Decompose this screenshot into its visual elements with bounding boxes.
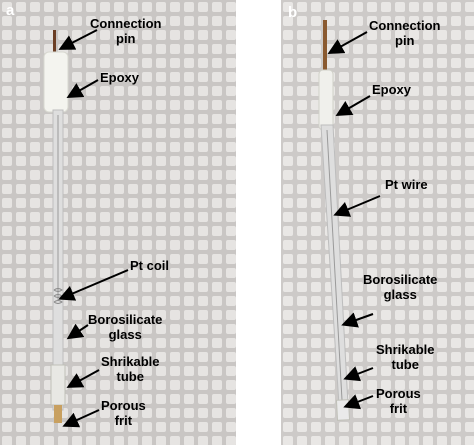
arrow-a-epoxy	[66, 79, 99, 98]
arrow-a-porous-frit	[62, 409, 100, 428]
label-b-epoxy: Epoxy	[372, 82, 412, 97]
panel-a-arrows	[58, 29, 129, 428]
label-b-shrinkable-tube: Shrikable tube	[376, 342, 435, 372]
label-a-borosilicate-glass: Borosilicate glass	[88, 312, 163, 342]
panel-b-arrows	[327, 31, 381, 410]
arrow-b-epoxy	[335, 95, 371, 117]
arrow-a-borosilicate-glass	[66, 323, 89, 340]
panel-a-letter: a	[6, 2, 15, 19]
label-a-connection-pin: Connection pin	[90, 16, 162, 46]
arrow-b-connection-pin	[327, 31, 368, 54]
panel-b-photo: b Connection pin Epoxy Pt wire Borosilic…	[281, 0, 474, 445]
label-a-porous-frit: Porous frit	[101, 398, 146, 428]
label-b-pt-wire: Pt wire	[385, 177, 428, 192]
arrow-b-pt-wire	[333, 195, 381, 217]
label-a-shrinkable-tube: Shrikable tube	[101, 354, 160, 384]
label-a-epoxy: Epoxy	[100, 70, 140, 85]
arrow-b-shrinkable-tube	[343, 366, 374, 382]
panel-a-photo: a Connection pin Epoxy Pt coil Borosilic…	[0, 0, 236, 445]
panel-a-background	[0, 0, 236, 445]
arrow-b-porous-frit	[343, 394, 374, 410]
electrode-a-frit	[54, 405, 62, 423]
arrow-b-borosilicate-glass	[341, 312, 374, 328]
arrow-a-connection-pin	[58, 29, 98, 50]
arrow-a-pt-coil	[58, 269, 129, 301]
electrode-a-connection-pin	[53, 30, 56, 60]
panel-b-background	[281, 0, 474, 445]
label-a-pt-coil: Pt coil	[130, 258, 170, 273]
label-b-connection-pin: Connection pin	[369, 18, 441, 48]
label-b-borosilicate-glass: Borosilicate glass	[363, 272, 438, 302]
electrode-b-connection-pin	[323, 20, 327, 70]
arrow-a-shrinkable-tube	[66, 369, 100, 388]
label-b-porous-frit: Porous frit	[376, 386, 421, 416]
panel-b-letter: b	[288, 4, 298, 21]
